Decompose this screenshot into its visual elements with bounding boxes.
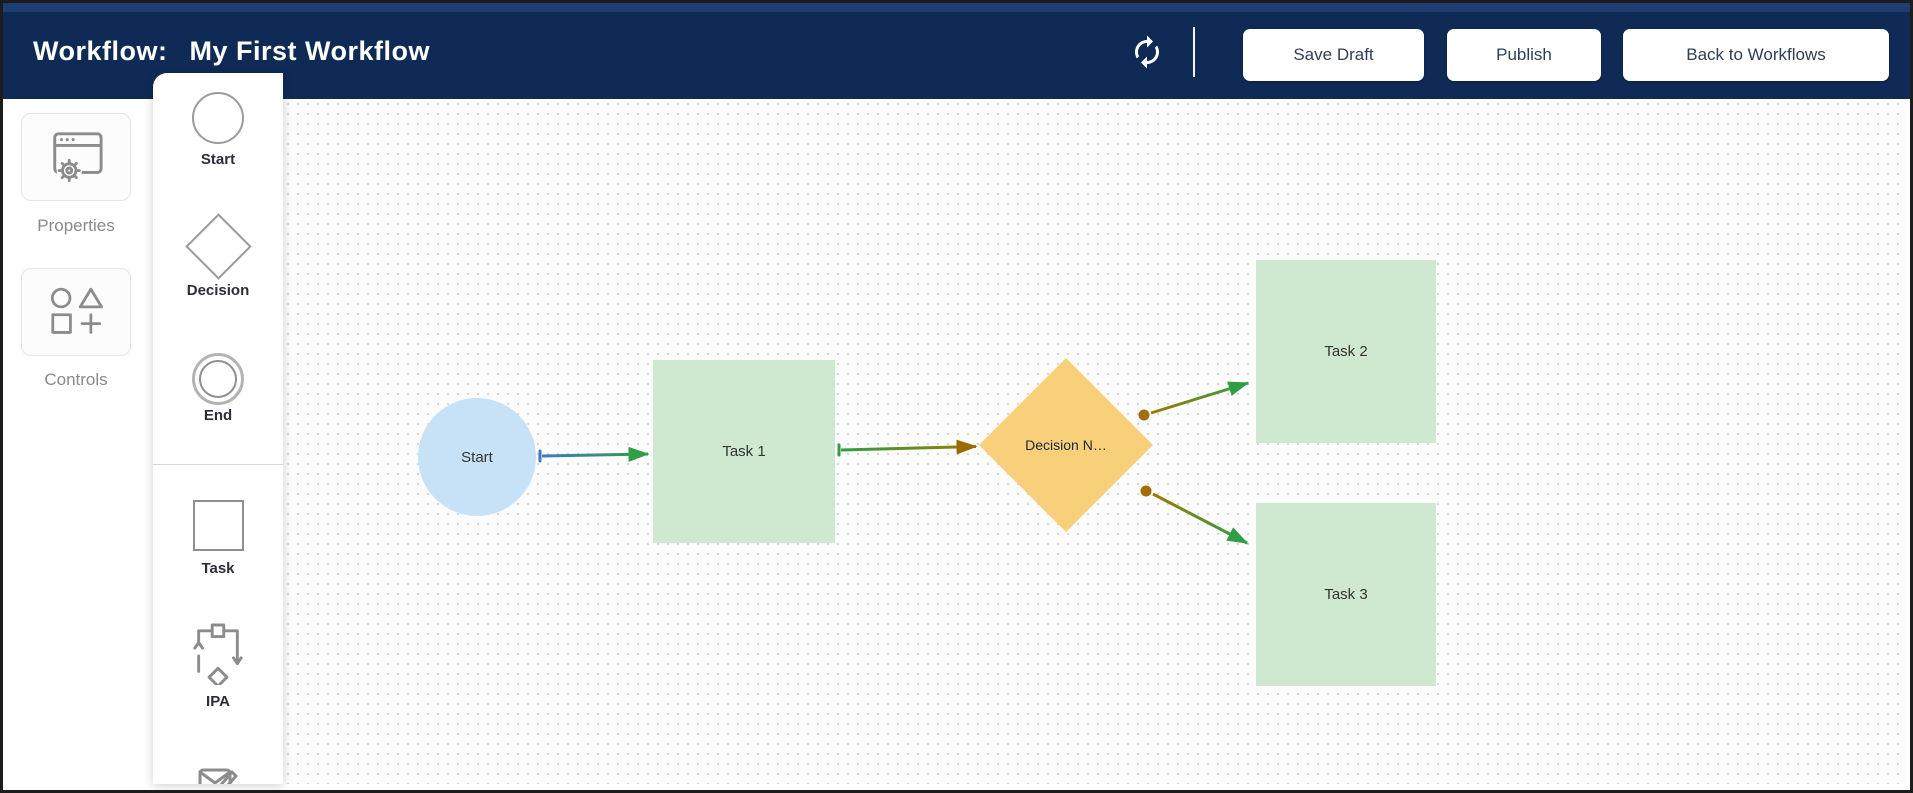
palette-item-ipa-label: IPA	[206, 693, 230, 710]
save-draft-button[interactable]: Save Draft	[1243, 29, 1424, 81]
end-shape-icon	[192, 353, 244, 405]
sidebar-item-controls[interactable]	[21, 268, 131, 356]
node-start-label: Start	[461, 448, 493, 466]
node-decision-label: Decision N…	[1025, 437, 1107, 453]
node-task-1-label: Task 1	[722, 443, 766, 460]
palette-item-start[interactable]	[153, 92, 283, 144]
window-gear-icon	[53, 132, 103, 184]
palette-item-partial[interactable]	[153, 766, 283, 784]
page-title-prefix: Workflow:	[33, 35, 168, 66]
task-shape-icon	[192, 500, 244, 551]
node-task-1[interactable]: Task 1	[653, 360, 835, 543]
start-shape-icon	[192, 92, 244, 144]
header-bar: Workflow: My First Workflow Save Draft P…	[3, 3, 1910, 99]
end-shape-inner	[199, 360, 237, 398]
palette-item-task-label: Task	[201, 560, 235, 577]
node-task-2[interactable]: Task 2	[1256, 260, 1436, 443]
palette-item-end-label: End	[203, 407, 233, 424]
page-title: Workflow: My First Workflow	[33, 3, 430, 99]
publish-button[interactable]: Publish	[1447, 29, 1601, 81]
palette-item-task[interactable]	[153, 500, 283, 551]
palette-item-start-label: Start	[200, 151, 236, 168]
canvas[interactable]	[283, 99, 1906, 784]
workflow-name: My First Workflow	[189, 35, 431, 66]
left-sidebar: Properties Controls	[3, 99, 153, 790]
header-divider	[1193, 27, 1195, 77]
sidebar-item-controls-label: Controls	[44, 370, 108, 389]
refresh-icon[interactable]	[1129, 34, 1165, 70]
node-task-2-label: Task 2	[1324, 343, 1368, 360]
node-task-3-label: Task 3	[1324, 586, 1368, 603]
decision-shape-icon	[184, 213, 252, 280]
compose-icon	[198, 768, 238, 784]
node-task-3[interactable]: Task 3	[1256, 503, 1436, 686]
shapes-icon	[50, 287, 103, 334]
back-to-workflows-button[interactable]: Back to Workflows	[1623, 29, 1889, 81]
palette-divider	[153, 464, 283, 465]
cycle-icon	[193, 623, 243, 685]
node-start[interactable]: Start	[418, 398, 536, 516]
palette-item-decision-label: Decision	[186, 282, 250, 299]
palette-item-decision[interactable]	[153, 213, 283, 280]
palette-item-ipa[interactable]	[153, 623, 283, 685]
shape-palette: Start Decision End Task	[153, 73, 283, 784]
palette-item-end[interactable]	[153, 353, 283, 405]
sidebar-item-properties-label: Properties	[37, 216, 115, 235]
sidebar-item-properties[interactable]	[21, 113, 131, 201]
